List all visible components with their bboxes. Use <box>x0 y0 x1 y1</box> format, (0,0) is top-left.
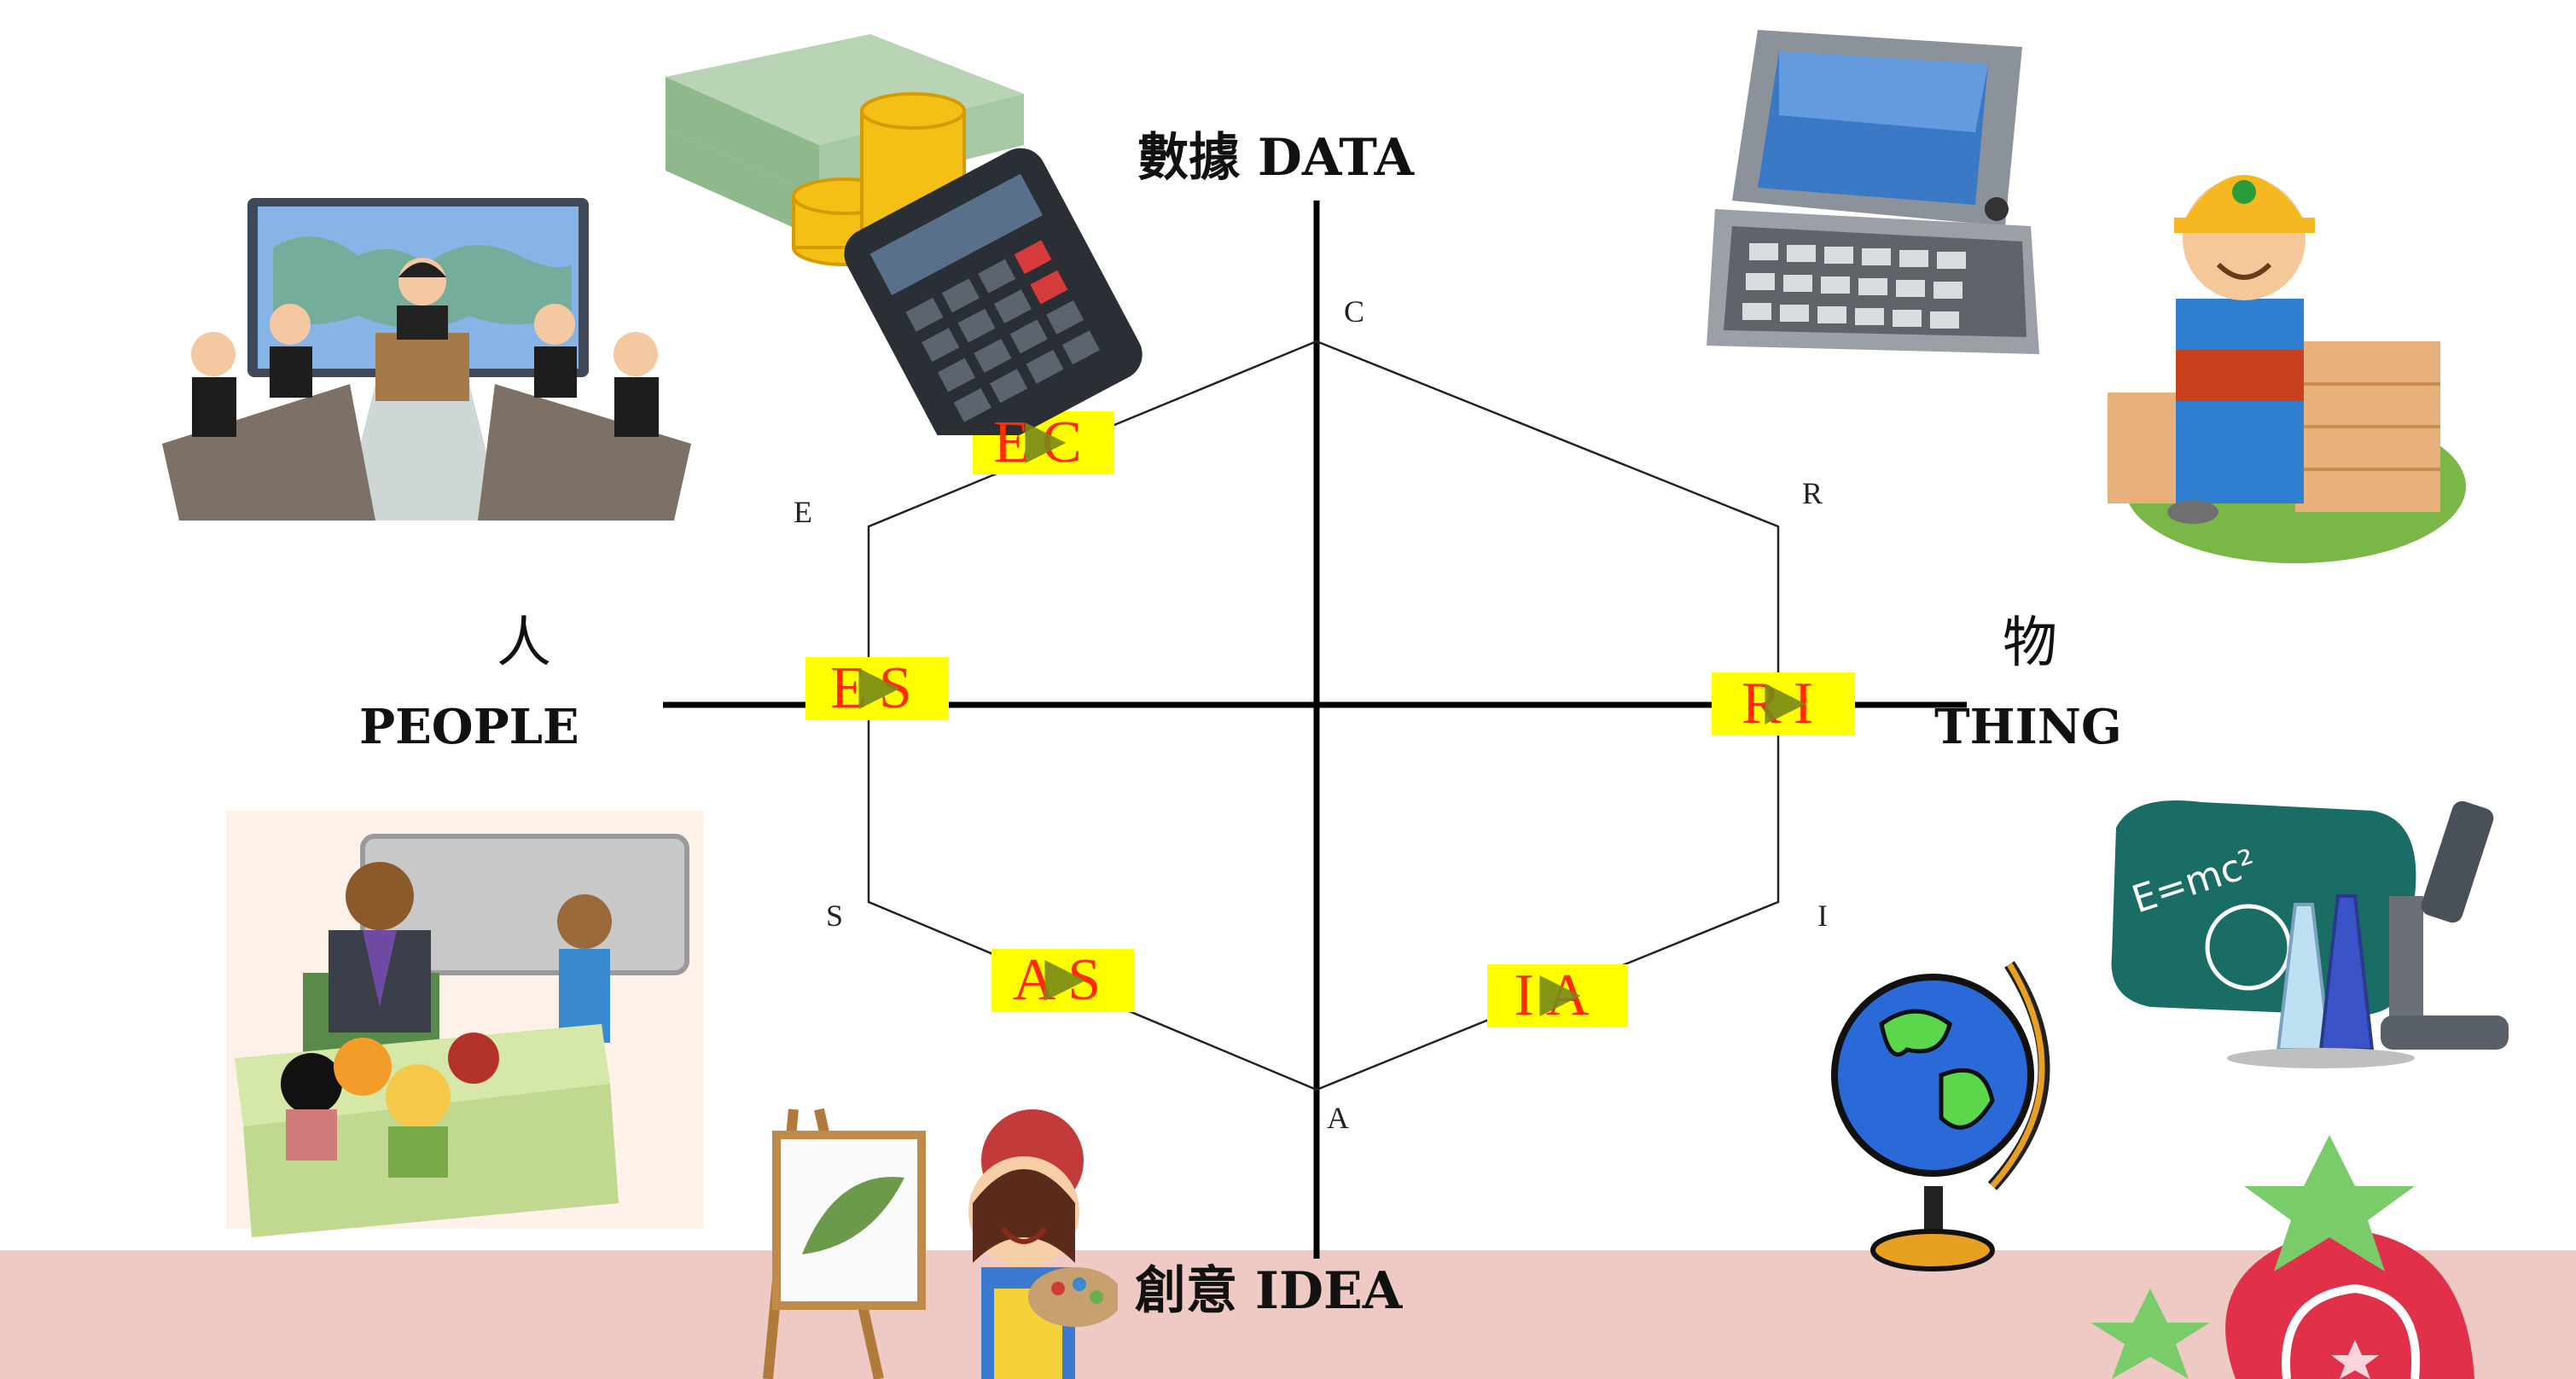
tag-as: AS <box>991 949 1134 1012</box>
axis-label-data-en: DATA <box>1257 128 1415 188</box>
science-lab-illustration: E=mc² <box>2099 794 2526 1084</box>
axis-label-thing-zh: 物 <box>2003 612 2057 675</box>
play-arrow-icon <box>1025 422 1067 463</box>
axis-label-data-zh: 數據 <box>1137 128 1240 188</box>
classroom-illustration <box>218 802 712 1246</box>
meeting-illustration <box>145 188 708 521</box>
axis-label-idea: 創意 IDEA <box>1135 1266 1402 1317</box>
vertex-label-i: I <box>1817 899 1828 933</box>
axis-label-idea-en: IDEA <box>1254 1261 1403 1321</box>
tag-es: ES <box>805 657 949 720</box>
phone-illustration <box>1698 13 2056 371</box>
axis-label-data: 數據 DATA <box>1137 132 1414 183</box>
vertex-label-s: S <box>826 899 844 933</box>
vertex-label-c: C <box>1344 294 1365 329</box>
axis-label-thing-en: THING <box>1934 699 2122 755</box>
play-arrow-icon <box>1044 960 1085 1001</box>
axis-label-people-zh: 人 <box>497 612 551 675</box>
tag-ia: IA <box>1487 964 1628 1027</box>
construction-worker-illustration <box>2073 111 2466 572</box>
strawberry-illustration <box>2073 1126 2576 1379</box>
vertex-label-a: A <box>1327 1101 1349 1135</box>
painter-illustration <box>759 1084 1118 1379</box>
axis-label-people-en: PEOPLE <box>359 699 579 755</box>
vertex-label-e: E <box>794 495 812 529</box>
play-arrow-icon <box>1538 975 1580 1016</box>
play-arrow-icon <box>858 668 900 709</box>
tag-ri: RI <box>1712 672 1855 736</box>
play-arrow-icon <box>1765 684 1806 724</box>
hexagon-outline <box>867 340 1780 1091</box>
globe-illustration <box>1822 947 2078 1280</box>
tag-ec: EC <box>973 411 1114 474</box>
vertex-label-r: R <box>1802 476 1823 510</box>
axis-label-idea-zh: 創意 <box>1135 1261 1237 1321</box>
money-calculator-illustration <box>657 26 1143 435</box>
